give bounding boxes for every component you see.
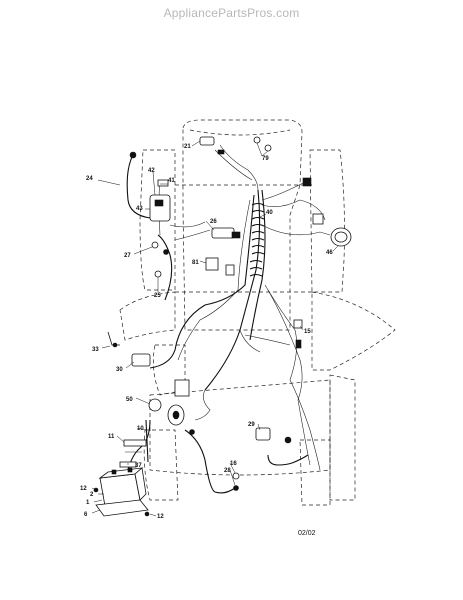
callout-2: 2 <box>90 492 94 498</box>
callout-27: 27 <box>124 253 131 259</box>
callout-40: 40 <box>266 210 273 216</box>
parts <box>93 136 352 517</box>
callout-24: 24 <box>86 176 93 182</box>
callout-10: 10 <box>137 426 144 432</box>
callout-28: 28 <box>224 468 231 474</box>
callout-43: 43 <box>136 206 143 212</box>
callout-16: 16 <box>230 461 237 467</box>
callout-12-bottom: 12 <box>157 514 164 520</box>
callouts: 79 21 24 42 41 43 40 26 46 27 81 25 15 3… <box>80 144 333 520</box>
callout-1: 1 <box>86 500 90 506</box>
left-harness <box>126 154 211 301</box>
callout-79: 79 <box>262 156 269 162</box>
callout-50: 50 <box>126 397 133 403</box>
callout-46: 46 <box>326 250 333 256</box>
callout-29: 29 <box>248 422 255 428</box>
callout-25: 25 <box>154 293 161 299</box>
main-harness <box>149 144 331 471</box>
coiled-loom <box>249 202 309 466</box>
callout-37: 37 <box>135 463 142 469</box>
tractor-outline <box>119 119 396 506</box>
page-reference: 02/02 <box>298 530 316 537</box>
callout-11: 11 <box>108 434 115 440</box>
callout-33: 33 <box>92 347 99 353</box>
callout-26: 26 <box>210 219 217 225</box>
callout-42: 42 <box>148 168 155 174</box>
callout-6: 6 <box>84 512 88 518</box>
leader-lines <box>91 140 339 517</box>
callout-21: 21 <box>184 144 191 150</box>
callout-41: 41 <box>168 178 175 184</box>
callout-30: 30 <box>116 367 123 373</box>
callout-12-top: 12 <box>80 486 87 492</box>
callout-81: 81 <box>192 260 199 266</box>
watermark: AppliancePartsPros.com <box>163 6 300 20</box>
callout-15: 15 <box>304 329 311 335</box>
